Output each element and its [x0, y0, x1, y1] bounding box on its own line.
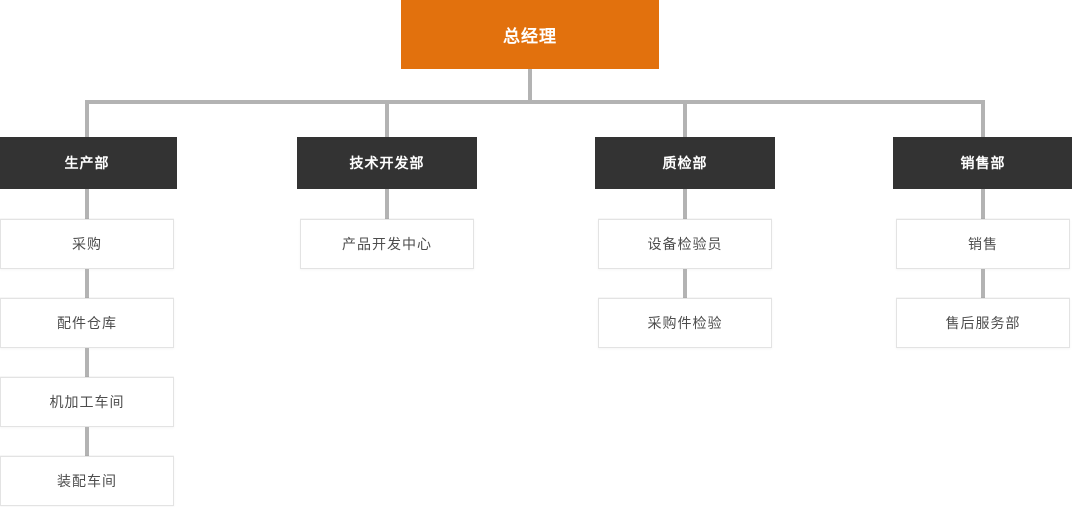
connector-stub [85, 100, 89, 137]
root-node-label: 总经理 [503, 27, 557, 46]
child-node-assembly-workshop: 装配车间 [0, 456, 174, 506]
dept-node-quality-inspection: 质检部 [595, 137, 775, 189]
connector-stub [981, 100, 985, 137]
dept-node-production: 生产部 [0, 137, 177, 189]
root-node-general-manager: 总经理 [401, 0, 659, 69]
connector [85, 269, 89, 298]
child-node-label: 售后服务部 [945, 315, 1021, 331]
child-node-sales: 销售 [896, 219, 1070, 269]
dept-node-tech-development: 技术开发部 [297, 137, 477, 189]
child-node-equipment-inspector: 设备检验员 [598, 219, 772, 269]
connector-root-drop [528, 69, 532, 104]
connector [683, 189, 687, 219]
child-node-machining-workshop: 机加工车间 [0, 377, 174, 427]
child-node-parts-warehouse: 配件仓库 [0, 298, 174, 348]
child-node-label: 配件仓库 [57, 315, 117, 331]
connector-stub [683, 100, 687, 137]
dept-node-label: 质检部 [662, 155, 708, 171]
dept-node-sales: 销售部 [893, 137, 1072, 189]
child-node-label: 机加工车间 [49, 394, 125, 410]
child-node-product-dev-center: 产品开发中心 [300, 219, 474, 269]
child-node-purchasing: 采购 [0, 219, 174, 269]
connector [683, 269, 687, 298]
dept-node-label: 技术开发部 [349, 155, 425, 171]
child-node-label: 销售 [968, 236, 998, 252]
child-node-purchased-parts-inspection: 采购件检验 [598, 298, 772, 348]
connector [85, 348, 89, 377]
connector [981, 269, 985, 298]
child-node-label: 采购件检验 [647, 315, 723, 331]
child-node-label: 产品开发中心 [342, 236, 432, 252]
dept-node-label: 销售部 [960, 155, 1006, 171]
child-node-after-sales-service: 售后服务部 [896, 298, 1070, 348]
dept-node-label: 生产部 [64, 155, 110, 171]
child-node-label: 设备检验员 [647, 236, 723, 252]
connector [385, 189, 389, 219]
connector [85, 189, 89, 219]
connector [981, 189, 985, 219]
connector-horizontal-rail [85, 100, 985, 104]
child-node-label: 装配车间 [57, 473, 117, 489]
connector-stub [385, 100, 389, 137]
child-node-label: 采购 [72, 236, 102, 252]
connector [85, 427, 89, 456]
